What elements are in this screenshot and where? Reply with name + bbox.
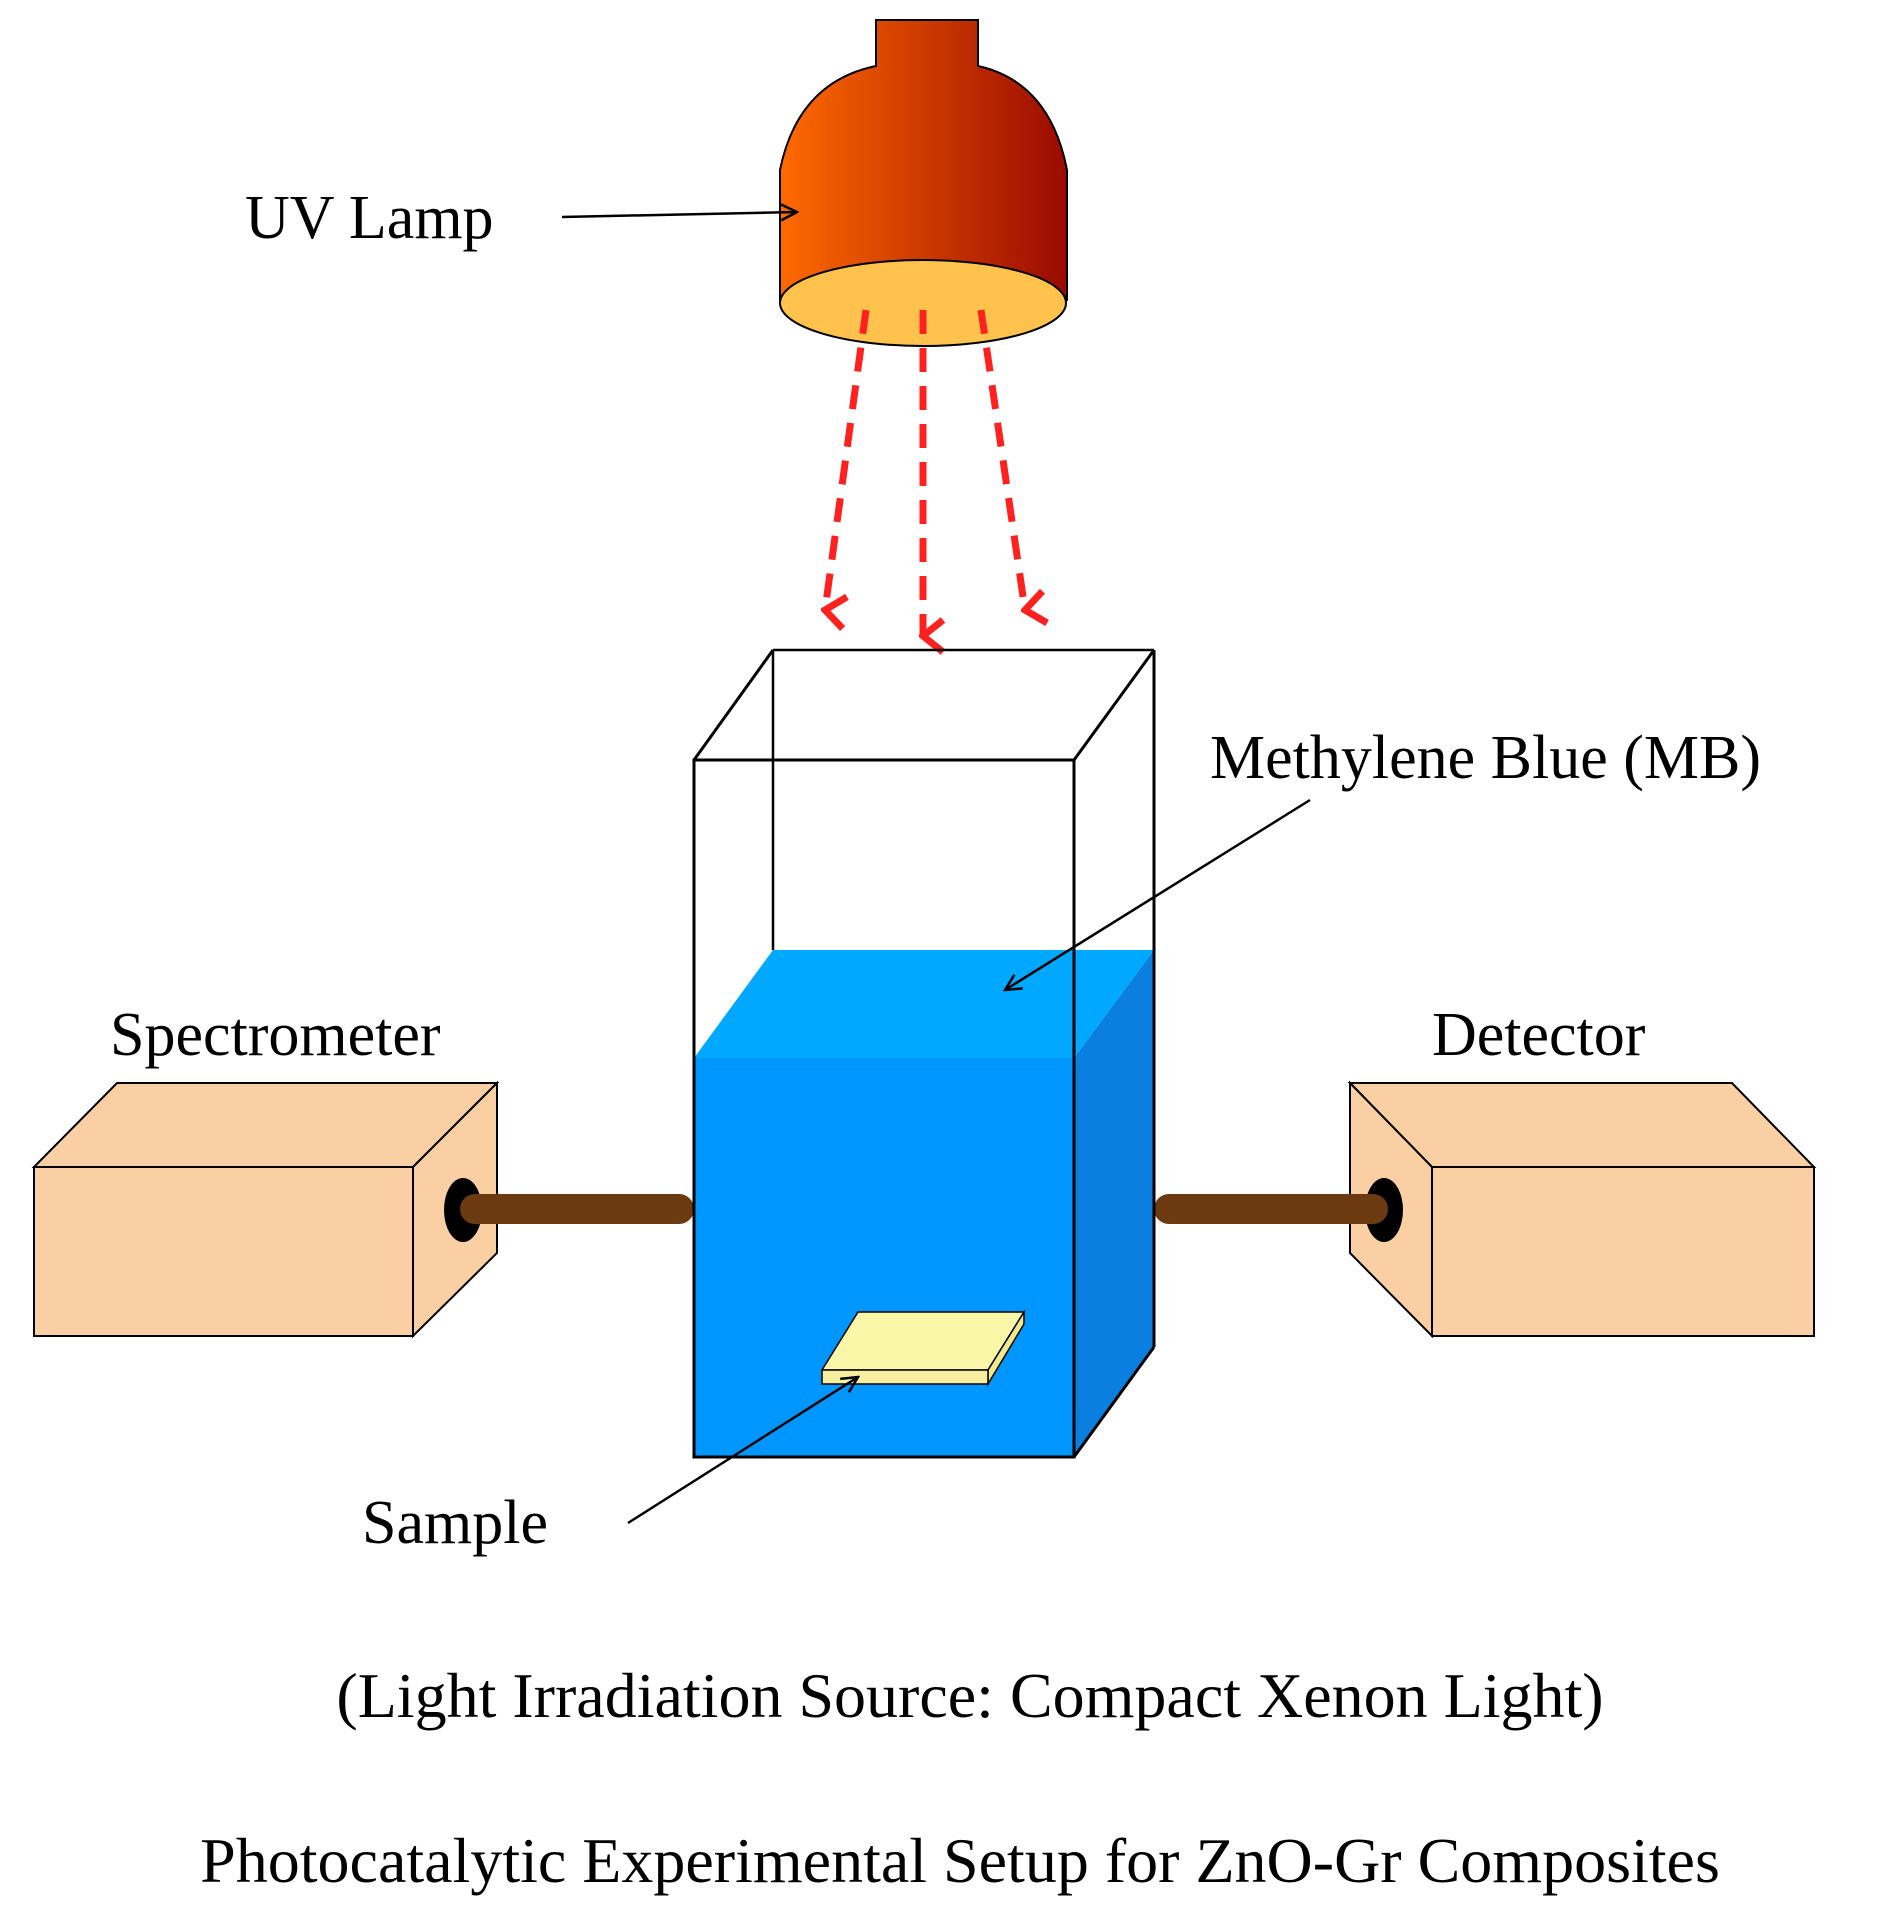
liquid-front-face: [694, 1058, 1074, 1457]
spectrometer-rod: [460, 1194, 694, 1224]
spectrometer-front-face: [33, 1166, 414, 1337]
detector-label: Detector: [1432, 1001, 1646, 1069]
sample-front: [821, 1369, 989, 1385]
light-source-label: (Light Irradiation Source: Compact Xenon…: [336, 1660, 1603, 1731]
sample-label: Sample: [362, 1489, 548, 1557]
sample-slab: [820, 1309, 1026, 1387]
light-path-rods: [444, 1178, 1403, 1242]
light-rays: [825, 309, 1025, 636]
methylene-blue-pointer: [1005, 798, 1311, 990]
light-ray-right: [977, 309, 1025, 610]
uv-lamp-body: [779, 19, 1068, 301]
uv-lamp-label: UV Lamp: [245, 184, 494, 252]
detector-rod: [1154, 1194, 1388, 1224]
spectrometer-label: Spectrometer: [110, 1001, 441, 1069]
spectrometer-box: [31, 1080, 500, 1339]
liquid-side-face: [1074, 950, 1154, 1457]
methylene-blue-label: Methylene Blue (MB): [1210, 724, 1761, 792]
light-ray-left: [825, 309, 870, 610]
methylene-blue-liquid: [694, 950, 1154, 1457]
uv-lamp: [779, 19, 1068, 347]
pointer-arrows: [561, 212, 1311, 1525]
uv-lamp-opening: [779, 259, 1067, 347]
detector-box: [1347, 1080, 1817, 1339]
beaker-front-edges: [692, 649, 1156, 1459]
liquid-top-surface: [694, 950, 1154, 1058]
sample-pointer: [627, 1377, 858, 1525]
beaker-back-edges: [771, 648, 1154, 950]
detector-front-face: [1431, 1166, 1815, 1337]
diagram-caption: Photocatalytic Experimental Setup for Zn…: [200, 1825, 1720, 1896]
uv-lamp-pointer: [561, 212, 797, 217]
